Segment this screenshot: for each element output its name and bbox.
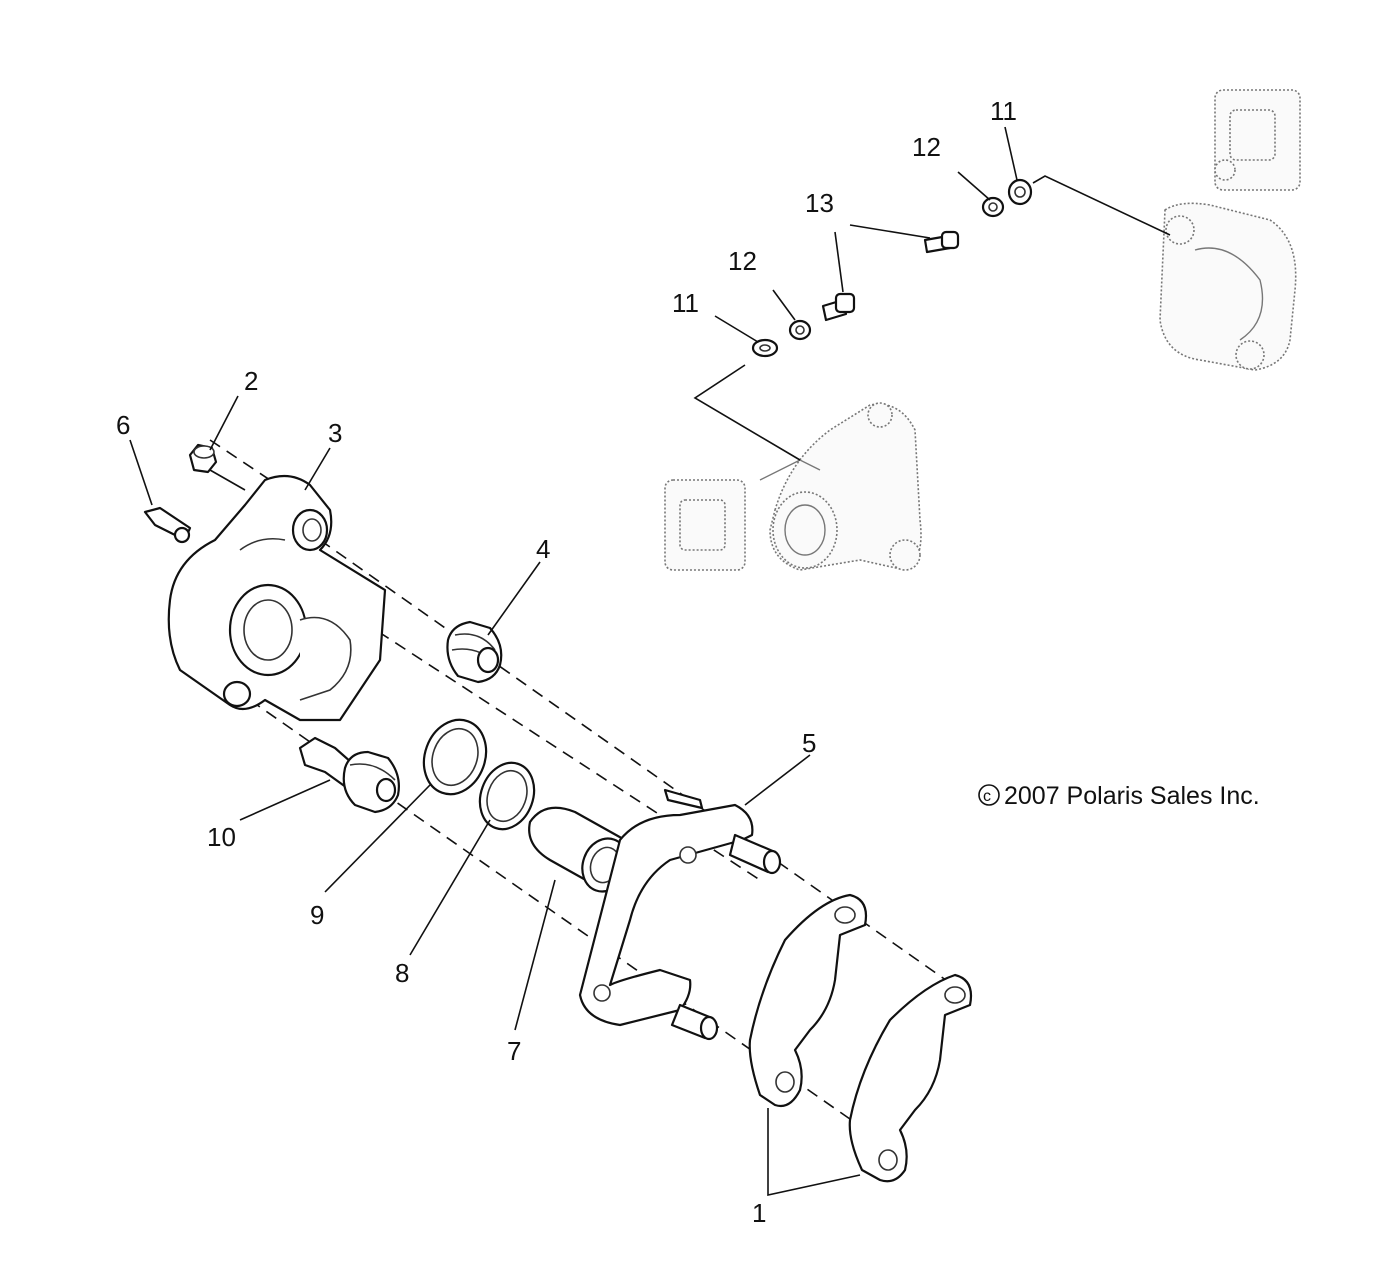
part-10-slide-pin <box>298 736 400 814</box>
part-1-brake-pad-inner <box>748 893 868 1108</box>
callout-2: 2 <box>244 366 258 396</box>
callout-5: 5 <box>802 728 816 758</box>
callout-8: 8 <box>395 958 409 988</box>
copyright-symbol-circle <box>978 784 1000 806</box>
part-5-mounting-bracket <box>578 788 782 1041</box>
part-4-pin-boot <box>446 620 503 684</box>
part-3-caliper-body <box>167 474 387 722</box>
callout-7: 7 <box>507 1036 521 1066</box>
callout-9: 9 <box>310 900 324 930</box>
callout-11-lower: 11 <box>672 288 699 318</box>
leader-lines <box>129 126 1171 1196</box>
callout-11-upper: 11 <box>990 96 1017 126</box>
callout-6: 6 <box>116 410 130 440</box>
part-8-piston-seal <box>478 761 536 831</box>
callout-4: 4 <box>536 534 550 564</box>
callout-1: 1 <box>752 1198 766 1228</box>
copyright-symbol: c <box>983 788 991 805</box>
callout-labels: 1 2 3 4 5 6 7 8 9 10 11 11 12 12 13 <box>116 96 1017 1228</box>
copyright-text: 2007 Polaris Sales Inc. <box>1004 782 1260 810</box>
ghost-caliper-upper-right <box>1159 89 1301 371</box>
callout-3: 3 <box>328 418 342 448</box>
ghost-caliper-middle <box>664 402 922 571</box>
callout-12-lower: 12 <box>728 246 757 276</box>
part-7-piston <box>528 806 629 893</box>
part-1-brake-pad-outer <box>848 973 973 1183</box>
hardware-hardware-set <box>751 178 1033 358</box>
callout-13: 13 <box>805 188 834 218</box>
callout-10: 10 <box>207 822 236 852</box>
copyright-notice: c 2007 Polaris Sales Inc. <box>978 782 1260 810</box>
part-2-bleeder-cap <box>188 443 218 474</box>
callout-12-upper: 12 <box>912 132 941 162</box>
part-9-dust-seal <box>422 718 488 796</box>
part-6-bleeder-screw <box>143 506 192 544</box>
